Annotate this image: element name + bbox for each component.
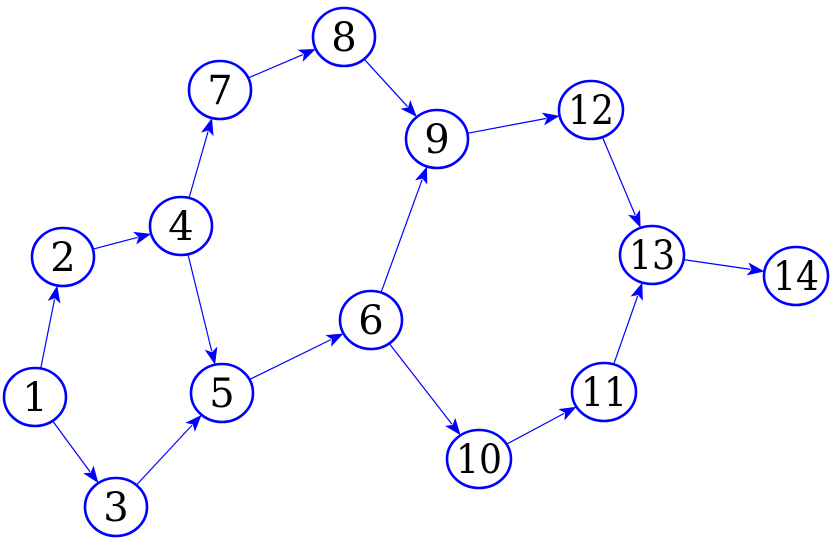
- arrowhead: [83, 465, 99, 484]
- node-label: 12: [568, 88, 614, 134]
- node-4: 4: [148, 195, 214, 257]
- arrowhead: [201, 118, 214, 137]
- node-label: 8: [331, 15, 356, 61]
- edge-10-to-11: [506, 406, 577, 445]
- arrowhead: [746, 262, 765, 276]
- edge-5-to-6: [249, 333, 344, 381]
- edge-line: [92, 236, 138, 250]
- edge-7-to-8: [247, 49, 316, 79]
- node-circle: [30, 226, 96, 288]
- node-1: 1: [2, 366, 68, 428]
- edge-line: [467, 117, 547, 134]
- edges-layer: [40, 49, 765, 486]
- edge-line: [388, 343, 453, 425]
- edge-1-to-2: [40, 285, 61, 369]
- edge-line: [188, 131, 209, 199]
- arrowhead: [628, 209, 641, 228]
- node-label: 13: [629, 233, 675, 279]
- edge-2-to-4: [92, 231, 152, 250]
- edge-8-to-9: [363, 58, 417, 117]
- node-12: 12: [557, 79, 625, 141]
- node-3: 3: [83, 476, 149, 538]
- node-circle: [187, 59, 253, 121]
- node-circle: [338, 289, 404, 351]
- edge-line: [506, 412, 565, 445]
- node-circle: [618, 224, 686, 286]
- arrowhead: [400, 99, 417, 117]
- arrowhead: [185, 414, 202, 432]
- node-13: 13: [618, 224, 686, 286]
- node-6: 6: [338, 289, 404, 351]
- node-circle: [83, 476, 149, 538]
- edge-line: [380, 179, 423, 293]
- edge-line: [613, 295, 639, 365]
- edge-9-to-12: [467, 112, 560, 134]
- node-label: 3: [103, 485, 128, 531]
- node-circle: [311, 6, 377, 68]
- node-5: 5: [189, 362, 255, 424]
- edge-1-to-3: [52, 420, 99, 484]
- edge-line: [40, 299, 56, 369]
- node-label: 14: [773, 254, 819, 300]
- node-circle: [148, 195, 214, 257]
- edge-line: [135, 424, 193, 486]
- node-label: 6: [358, 298, 383, 344]
- node-7: 7: [187, 59, 253, 121]
- node-label: 1: [22, 375, 47, 421]
- node-circle: [762, 245, 830, 307]
- edge-3-to-5: [135, 414, 202, 486]
- node-10: 10: [445, 428, 513, 490]
- node-circle: [570, 361, 638, 423]
- node-circle: [2, 366, 68, 428]
- edge-6-to-9: [380, 166, 428, 293]
- node-label: 4: [168, 204, 193, 250]
- node-14: 14: [762, 245, 830, 307]
- edge-13-to-14: [683, 259, 765, 276]
- node-label: 2: [50, 235, 75, 281]
- node-label: 11: [581, 370, 627, 416]
- node-label: 10: [456, 437, 502, 483]
- node-9: 9: [404, 108, 470, 170]
- edge-line: [187, 254, 213, 352]
- node-11: 11: [570, 361, 638, 423]
- arrowhead: [415, 166, 428, 185]
- edge-line: [247, 53, 304, 79]
- node-circle: [445, 428, 513, 490]
- node-label: 5: [209, 371, 234, 417]
- edge-12-to-13: [601, 136, 641, 228]
- arrowhead: [445, 417, 461, 436]
- node-label: 7: [207, 68, 232, 114]
- node-2: 2: [30, 226, 96, 288]
- edge-line: [52, 420, 91, 473]
- edge-11-to-13: [613, 282, 643, 365]
- node-8: 8: [311, 6, 377, 68]
- node-label: 9: [424, 117, 449, 163]
- arrowhead: [630, 282, 643, 301]
- edge-line: [363, 58, 408, 107]
- node-circle: [404, 108, 470, 170]
- node-circle: [189, 362, 255, 424]
- arrowhead: [558, 406, 577, 421]
- edge-line: [249, 339, 332, 381]
- edge-4-to-7: [188, 118, 214, 199]
- arrowhead: [47, 285, 61, 304]
- arrowhead: [204, 346, 218, 365]
- arrowhead: [297, 49, 316, 62]
- edge-line: [601, 136, 636, 216]
- arrowhead: [325, 333, 344, 347]
- edge-line: [683, 259, 751, 270]
- edge-4-to-5: [187, 254, 218, 365]
- edge-6-to-10: [388, 343, 461, 436]
- arrowhead: [541, 112, 560, 126]
- arrowhead: [133, 231, 152, 245]
- node-circle: [557, 79, 625, 141]
